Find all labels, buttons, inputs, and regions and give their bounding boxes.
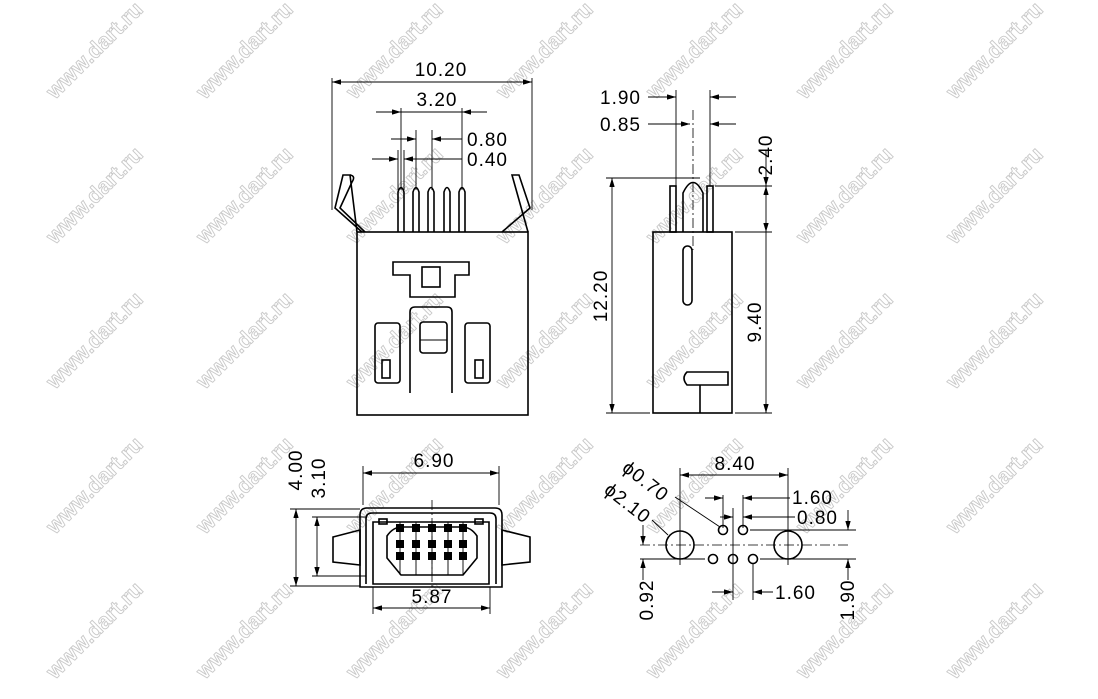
watermark-text: www.dart.ru [490,577,598,685]
watermark-text: www.dart.ru [190,577,298,685]
left-flange [332,528,361,566]
dim-width-total: 10.20 [415,60,468,81]
connector-body [356,231,529,416]
dim-total-height: 12.20 [591,270,612,323]
dim-width-outer: 6.90 [414,451,455,472]
watermark-text: www.dart.ru [790,0,898,104]
watermark-text: www.dart.ru [640,0,748,104]
watermark-layer: www.dart.ru www.dart.ru www.dart.ru www.dar… [40,0,1049,685]
right-flange [501,528,531,566]
side-body [652,231,733,414]
dim-peg-spacing: 8.40 [715,454,756,475]
dim-pin-span: 3.20 [417,90,458,111]
front-view: 10.20 3.20 0.80 0.40 [331,60,533,416]
dim-height-outer: 4.00 [286,450,307,491]
watermark-text: www.dart.ru [40,0,148,104]
end-view: 6.90 4.00 3.10 5.87 [286,450,531,614]
watermark-text: www.dart.ru [940,0,1048,104]
dim-height-inner: 3.10 [309,458,330,499]
watermark-text: www.dart.ru [190,142,298,250]
watermark-text: www.dart.ru [940,432,1048,540]
watermark-text: www.dart.ru [940,577,1048,685]
watermark-text: www.dart.ru [40,287,148,395]
watermark-text: www.dart.ru [40,432,148,540]
dim-col-offset: 0.80 [797,508,838,529]
dim-row-pitch: 1.60 [792,488,833,509]
dim-row-offset: 0.92 [637,580,658,621]
watermark-text: www.dart.ru [940,287,1048,395]
pin-hole [747,553,759,565]
dim-pin-offset: 1.90 [600,88,641,109]
side-view: 1.90 0.85 12.20 2.40 9.40 [591,88,777,414]
watermark-text: www.dart.ru [790,142,898,250]
contact-grid [396,522,467,575]
dim-pin-thickness: 0.85 [600,115,641,136]
dim-pin-pitch: 0.80 [467,130,508,151]
watermark-text: www.dart.ru [190,0,298,104]
dim-width-base: 5.87 [412,587,453,608]
watermark-text: www.dart.ru [40,142,148,250]
t-latch [392,261,470,298]
watermark-text: www.dart.ru [940,142,1048,250]
left-mount-leg [334,174,363,233]
watermark-text: www.dart.ru [490,0,598,104]
watermark-text: www.dart.ru [40,577,148,685]
watermark-text: www.dart.ru [790,287,898,395]
dim-row-spacing: 1.90 [838,580,859,621]
pin-hole [707,553,719,565]
watermark-text: www.dart.ru [340,0,448,104]
watermark-text: www.dart.ru [190,432,298,540]
watermark-text: www.dart.ru [190,287,298,395]
right-mount-leg [501,174,531,233]
dim-body-height: 9.40 [745,302,766,343]
dim-pin-height: 2.40 [756,135,777,176]
watermark-text: www.dart.ru [490,287,598,395]
shell-outline [359,507,503,588]
watermark-text: www.dart.ru [490,432,598,540]
dim-pin-width: 0.40 [467,150,508,171]
dim-pin-pitch: 1.60 [775,583,816,604]
